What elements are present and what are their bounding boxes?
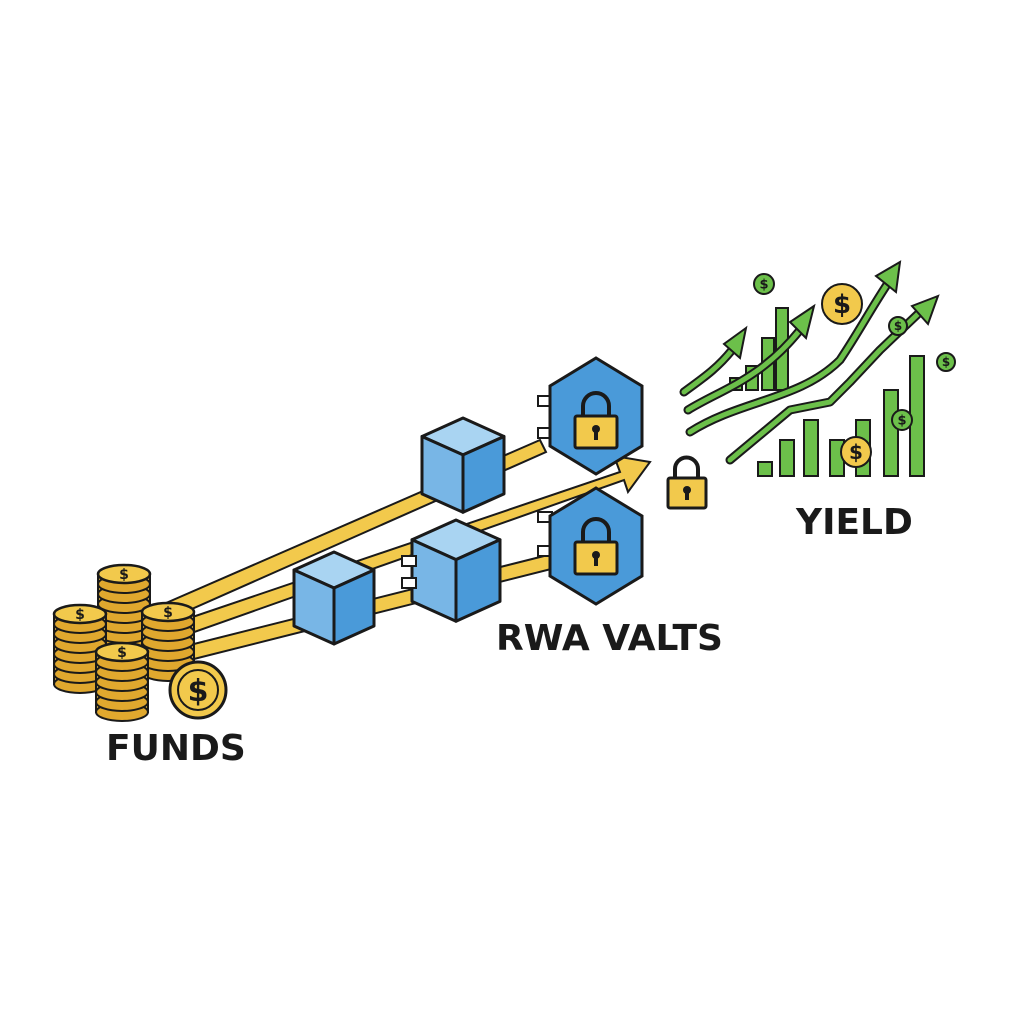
- dollar-sign: $: [163, 605, 173, 621]
- dollar-coin-icon: $: [168, 660, 228, 720]
- coin-stack-icon: $: [140, 601, 196, 682]
- vaults-label: RWA VALTS: [496, 618, 723, 659]
- dollar-coin-icon: $: [891, 409, 913, 431]
- dollar-sign: $: [75, 607, 85, 623]
- hexagon-vault-top: [537, 356, 644, 476]
- trend-arrows: [679, 260, 940, 465]
- yield-coins: $ $ $ $ $ $: [753, 273, 956, 468]
- dollar-sign: $: [119, 567, 129, 583]
- cube-connector: [401, 555, 417, 589]
- dollar-sign: $: [849, 440, 863, 464]
- funds-coin-stacks: $ $ $ $: [52, 563, 196, 722]
- dollar-coin-icon: $: [888, 316, 908, 336]
- padlock-icon: [573, 391, 619, 450]
- dollar-coin-icon: $: [821, 283, 863, 325]
- cube-icon: [410, 518, 502, 623]
- dollar-coin-icon: $: [936, 352, 956, 372]
- dollar-sign: $: [897, 414, 906, 429]
- flow-arrow-middle: [158, 454, 652, 644]
- dollar-sign: $: [759, 278, 768, 293]
- dollar-sign: $: [942, 355, 950, 369]
- dollar-sign: $: [833, 290, 851, 320]
- coin-stack-icon: $: [52, 603, 108, 694]
- cube-icon: [292, 550, 376, 646]
- padlock-icon: [573, 517, 619, 576]
- bar: [883, 389, 899, 477]
- bar: [779, 439, 795, 477]
- cube-icon: [420, 416, 506, 514]
- dollar-sign: $: [117, 645, 127, 661]
- coin-stack-icon: $: [94, 641, 150, 722]
- dollar-coin-icon: $: [840, 436, 872, 468]
- bar: [757, 461, 773, 477]
- bar: [803, 419, 819, 477]
- padlock-icon: [666, 455, 708, 510]
- yield-label: YIELD: [795, 502, 913, 543]
- dollar-sign: $: [188, 674, 209, 709]
- hexagon-vault-bottom: [537, 486, 644, 606]
- funds-label: FUNDS: [106, 728, 246, 769]
- vault-cubes: [292, 416, 506, 646]
- dollar-coin-icon: $: [753, 273, 775, 295]
- dollar-sign: $: [894, 319, 902, 333]
